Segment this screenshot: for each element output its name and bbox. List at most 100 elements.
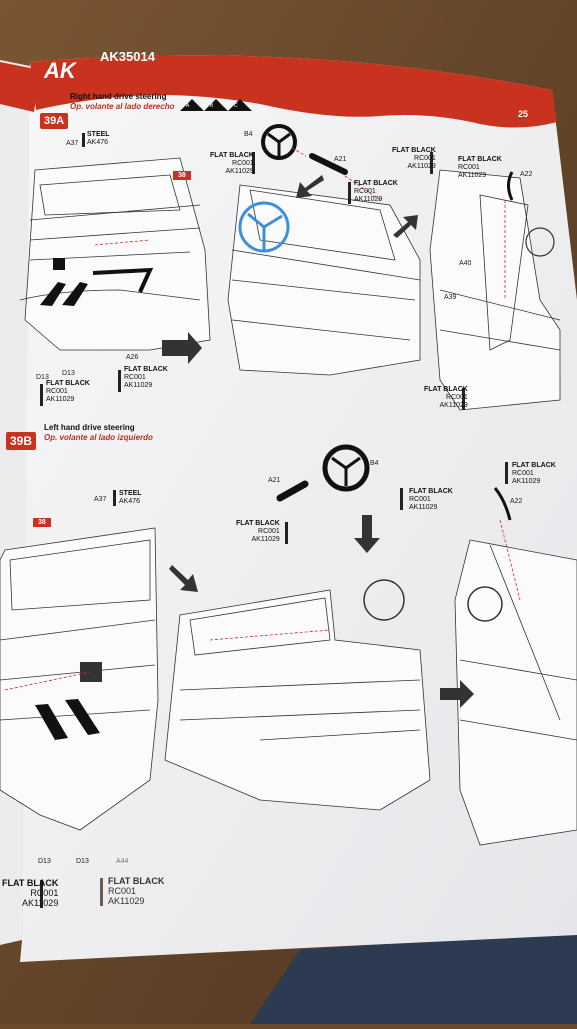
paint-swatches — [40, 133, 508, 908]
highlighted-wheel-spokes — [247, 212, 283, 250]
paint-flatblack-mid-a: FLAT BLACK RC001 AK11029 — [392, 147, 436, 171]
paint-name: STEEL — [87, 131, 110, 138]
step-subtitle-39b-es: Op. volante al lado izquierdo — [44, 433, 153, 442]
paint-code: RC001 — [108, 886, 137, 896]
paint-code: AK11029 — [225, 168, 254, 175]
pedals-part-d13 — [40, 282, 88, 306]
paint-flatblack-right-a: FLAT BLACK RC001 AK11029 — [458, 156, 502, 180]
arrow-upright-a — [393, 215, 418, 238]
part-a22 — [507, 171, 514, 201]
paint-flatblack-wheel-a: FLAT BLACK RC001 AK11029 — [210, 152, 254, 176]
paint-code: AK11029 — [108, 896, 145, 906]
part-label-a21-b: A21 — [268, 477, 281, 484]
highlighted-steering-wheel — [238, 201, 290, 253]
arrow-right-a1 — [162, 332, 202, 364]
paint-name: STEEL — [119, 490, 142, 497]
paint-code: RC001 — [414, 155, 436, 162]
installed-wheel-b2 — [467, 586, 503, 622]
step-title-39b-en: Left hand drive steering — [44, 423, 135, 432]
option-triangles — [180, 99, 252, 111]
header-banner — [30, 55, 557, 128]
paint-code: RC001 — [512, 470, 534, 477]
brand-logo: AK — [44, 58, 76, 83]
paint-code: AK11029 — [124, 382, 153, 389]
installed-wheel-a — [525, 227, 555, 257]
arrow-right-b — [440, 680, 474, 708]
option-a: A — [186, 103, 190, 109]
paint-flatblack-pedals-a: FLAT BLACK RC001 AK11029 — [46, 380, 90, 404]
step-title-39b: Left hand drive steering Op. volante al … — [44, 423, 153, 443]
steering-wheel-part-b4-b — [322, 444, 370, 492]
paint-flatblack-lever-a: FLAT BLACK RC001 AK11029 — [124, 366, 168, 390]
paint-code: AK11029 — [407, 163, 436, 170]
paint-flatblack-bottom-a: FLAT BLACK RC001 AK11029 — [424, 386, 468, 410]
part-label-b4: B4 — [244, 131, 253, 138]
paint-code: AK476 — [87, 139, 109, 146]
paint-flatblack-a44-b: FLAT BLACK RC001 AK11029 — [108, 876, 164, 906]
paint-code: RC001 — [46, 388, 68, 395]
paint-name: FLAT BLACK — [2, 878, 59, 888]
kit-code: AK35014 — [100, 49, 155, 64]
paint-flatblack-column-a: FLAT BLACK RC001 AK11029 — [354, 180, 398, 204]
part-a37 — [53, 258, 65, 270]
part-label-a22-b: A22 — [510, 498, 523, 505]
part-label-a37: A37 — [66, 140, 79, 147]
part-label-b4-b: B4 — [370, 460, 379, 467]
part-a37-b — [80, 662, 102, 682]
paint-name: FLAT BLACK — [392, 147, 436, 154]
part-label-a39: A39 — [444, 294, 457, 301]
part-label-a40: A40 — [459, 260, 472, 267]
assembly-leaders-b — [4, 519, 521, 691]
part-label-d13-2: D13 — [62, 370, 75, 377]
paint-flatblack-pedals-b: FLAT BLACK RC001 AK11029 — [2, 878, 58, 908]
paint-code: AK11029 — [46, 396, 75, 403]
step-badge-39a: 39A — [40, 113, 69, 129]
denim-corner — [250, 930, 577, 1024]
paint-code: AK11029 — [21, 898, 59, 908]
step-39b-drawings — [0, 527, 577, 846]
lever-part-a26 — [92, 267, 154, 293]
part-label-a22: A22 — [520, 171, 533, 178]
paint-steel-a: STEEL AK476 — [87, 131, 110, 147]
paint-name: FLAT BLACK — [458, 156, 502, 163]
installed-wheel-b — [363, 579, 405, 621]
step-badge-39b: 39B — [6, 432, 37, 450]
part-label-d13-1-b: D13 — [38, 858, 51, 865]
paint-steel-b: STEEL AK476 — [119, 490, 142, 506]
part-label-a26: A26 — [126, 354, 139, 361]
wheel-spokes-b4 — [267, 132, 291, 156]
steering-column-part-a21-b — [276, 480, 309, 502]
steering-wheel-part-b4 — [261, 124, 297, 160]
arrow-diag-b — [169, 565, 198, 592]
part-label-a21: A21 — [334, 156, 347, 163]
paint-code: AK476 — [119, 498, 141, 505]
paint-name: FLAT BLACK — [424, 386, 468, 393]
paint-code: AK11029 — [354, 196, 383, 203]
step-title-39a: Right hand drive steering Op. volante al… — [70, 92, 174, 112]
paint-code: RC001 — [30, 888, 59, 898]
assembly-leaders-a — [94, 147, 506, 300]
arrow-diag-a — [296, 175, 324, 198]
paint-code: AK11029 — [439, 402, 468, 409]
paint-code: AK11029 — [458, 172, 487, 179]
paint-flatblack-lever-b: FLAT BLACK RC001 AK11029 — [512, 462, 556, 486]
paint-name: FLAT BLACK — [409, 488, 453, 495]
paint-name: FLAT BLACK — [512, 462, 556, 469]
ref-badge-38-b: 38 — [33, 518, 51, 527]
paint-name: FLAT BLACK — [46, 380, 90, 387]
part-label-a44-b: A44 — [116, 858, 129, 865]
arrow-down-b — [354, 515, 380, 553]
paint-code: AK11029 — [409, 504, 438, 511]
pedals-part-d13-b — [35, 699, 100, 740]
paint-code: RC001 — [354, 188, 376, 195]
step-subtitle-39a-es: Op. volante al lado derecho — [70, 102, 175, 111]
paint-code: RC001 — [124, 374, 146, 381]
paint-name: FLAT BLACK — [210, 152, 254, 159]
paint-flatblack-wheel-b: FLAT BLACK RC001 AK11029 — [409, 488, 453, 512]
paint-name: FLAT BLACK — [124, 366, 168, 373]
paint-name: FLAT BLACK — [236, 520, 280, 527]
paint-code: AK11029 — [512, 478, 541, 485]
option-b: B — [210, 103, 214, 109]
paint-name: FLAT BLACK — [108, 876, 165, 886]
